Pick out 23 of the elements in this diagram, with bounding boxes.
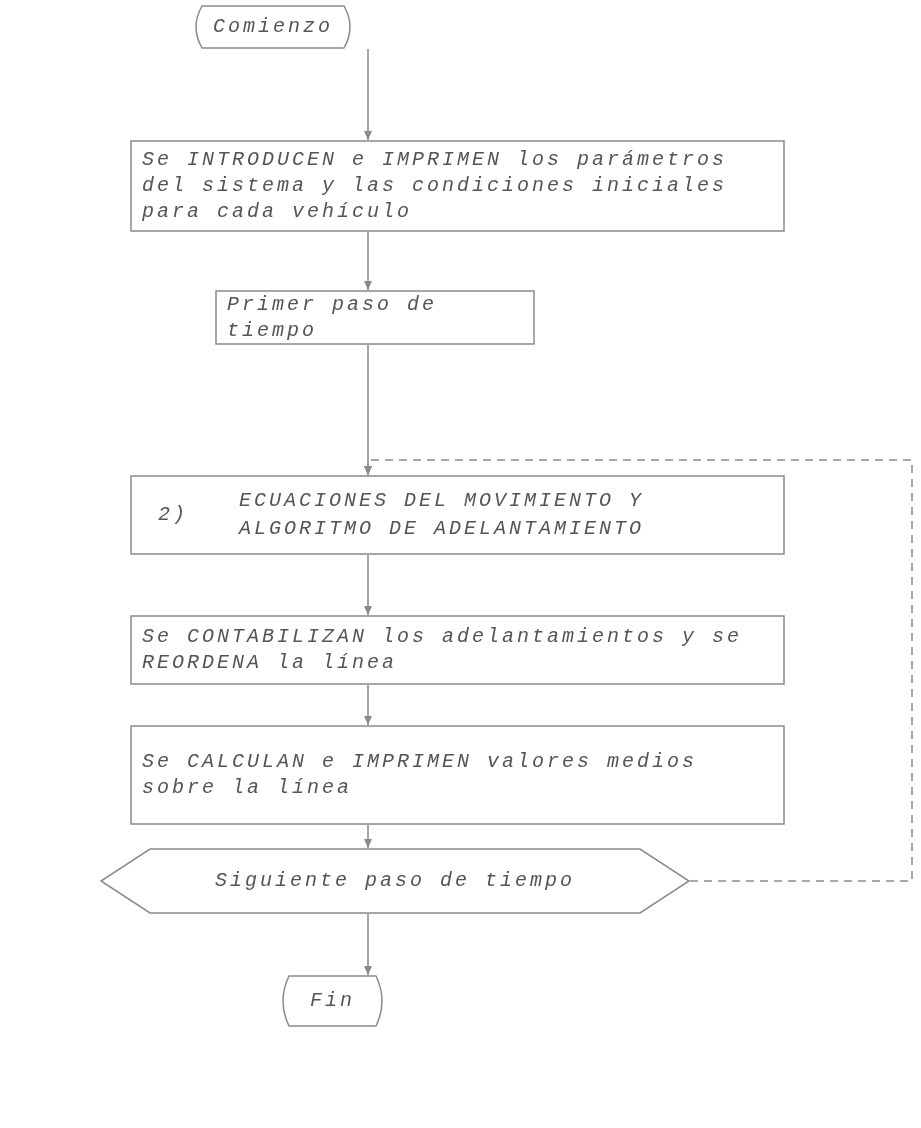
box-text: Se CONTABILIZAN los adelantamientos y se REORDENA la línea bbox=[142, 624, 744, 676]
arrow bbox=[364, 231, 372, 291]
box-text: Siguiente paso de tiempo bbox=[214, 868, 575, 894]
step-number: 2) bbox=[158, 502, 188, 528]
process-box bbox=[130, 140, 785, 232]
loop-back-arrow bbox=[364, 459, 913, 882]
process-box bbox=[130, 615, 785, 685]
box-text: Comienzo bbox=[213, 14, 333, 40]
arrow bbox=[364, 344, 372, 476]
process-box bbox=[130, 475, 785, 555]
process-box bbox=[130, 725, 785, 825]
box-text: Primer paso de tiempo bbox=[227, 291, 439, 344]
loop-hexagon bbox=[100, 848, 690, 914]
process-box bbox=[215, 290, 535, 345]
box-text: Se INTRODUCEN e IMPRIMEN los parámetros del sistema y las condiciones iniciales para cada vehículo bbox=[142, 147, 729, 225]
arrow bbox=[364, 684, 372, 726]
arrow bbox=[364, 48, 372, 141]
box-text: ECUACIONES DEL MOVIMIENTO Y ALGORITMO DE ADELANTAMIENTO bbox=[239, 488, 646, 542]
box-text: Se CALCULAN e IMPRIMEN valores medios sobre la línea bbox=[142, 749, 699, 801]
arrow bbox=[364, 913, 372, 976]
arrow bbox=[364, 824, 372, 849]
box-text: Fin bbox=[310, 988, 355, 1014]
arrow bbox=[364, 554, 372, 616]
